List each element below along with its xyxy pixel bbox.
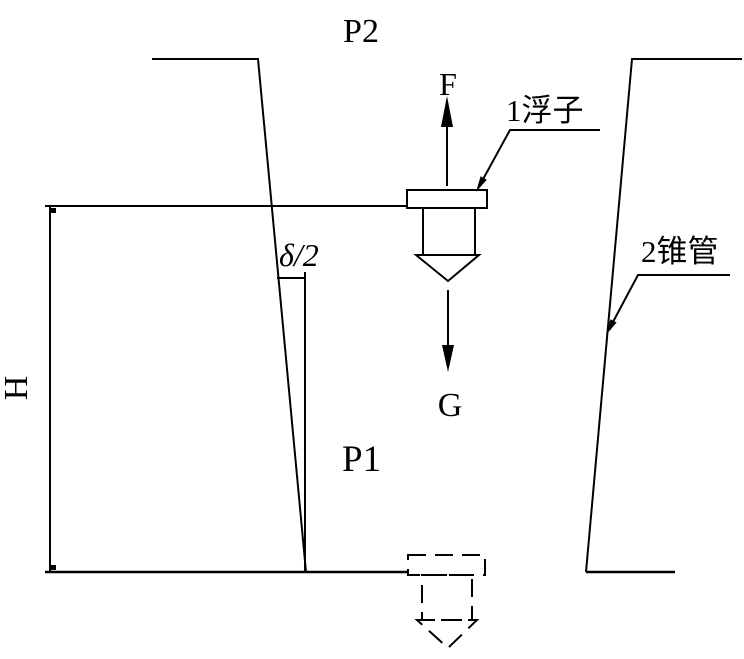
- float-callout-label: 1浮子: [506, 93, 584, 128]
- tube-leader-line: [612, 274, 730, 322]
- dimension-tick-top: [51, 208, 56, 213]
- float-cap: [406, 189, 488, 209]
- height-label: H: [0, 376, 35, 401]
- half-angle-label: δ/2: [279, 237, 319, 273]
- force-f-arrowhead: [441, 96, 453, 127]
- force-f-label: F: [439, 66, 457, 102]
- float-body: [422, 207, 476, 256]
- float-body-dashed: [421, 574, 473, 621]
- tube-callout-label: 2锥管: [641, 234, 719, 269]
- dimension-tick-bottom: [51, 565, 56, 570]
- float-tip-dashed: [414, 619, 480, 650]
- pressure-p2-label: P2: [343, 13, 379, 50]
- tube-leader-arrowhead: [606, 319, 617, 335]
- left-tube-wall: [152, 58, 307, 573]
- float-leader-line: [482, 129, 600, 179]
- pressure-p1-label: P1: [342, 439, 381, 480]
- float-leader-arrowhead: [476, 176, 487, 192]
- right-tube-wall: [585, 58, 742, 573]
- force-g-label: G: [438, 387, 463, 424]
- float-tip: [413, 254, 482, 283]
- float-cap-dashed: [407, 554, 486, 576]
- force-g-arrowhead: [442, 345, 454, 372]
